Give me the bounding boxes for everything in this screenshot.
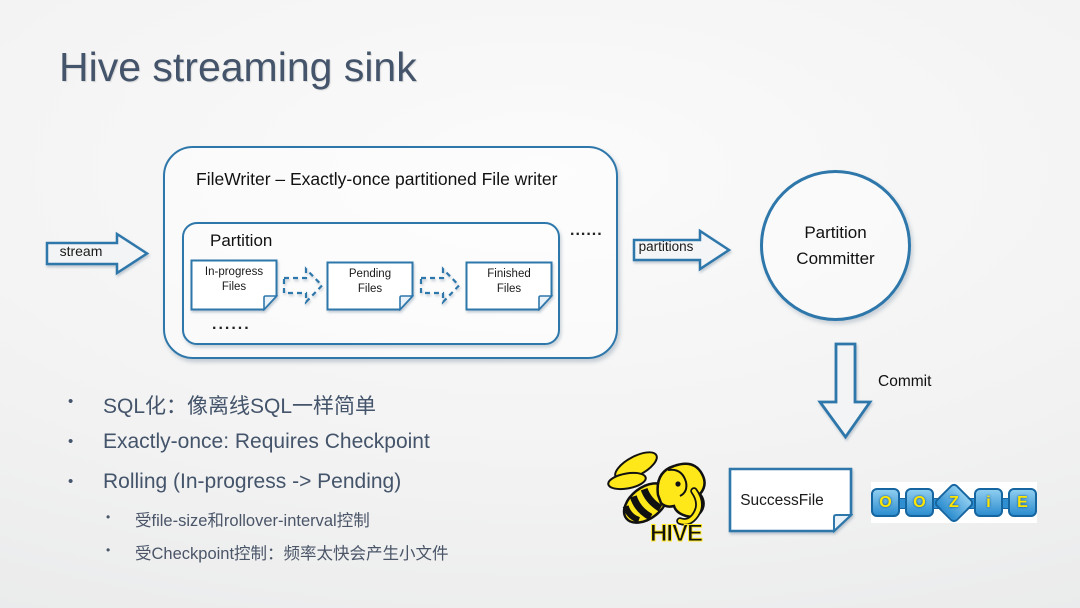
- partition-box: Partition In-progress Files: [182, 222, 560, 345]
- oozie-logo: O O Z i E: [871, 481, 1037, 524]
- right-arrow-icon: [45, 231, 150, 276]
- committer-line2: Committer: [796, 248, 875, 268]
- bullet-dot: •: [68, 433, 74, 450]
- dashed-right-arrow-icon: [282, 266, 324, 305]
- pending-files-box: Pending Files: [326, 261, 414, 311]
- bullet-item: • SQL化：像离线SQL一样简单: [68, 390, 376, 420]
- stage-label: In-progress Files: [190, 265, 278, 295]
- stream-arrow-label: stream: [59, 243, 103, 259]
- oozie-letter-tile-diamond: Z: [932, 481, 976, 524]
- stage-label: Pending Files: [326, 267, 414, 297]
- dashed-right-arrow-icon: [419, 266, 461, 305]
- folded-document-icon: [728, 467, 853, 533]
- bullet-dot: •: [68, 473, 74, 490]
- partition-label: Partition: [210, 231, 273, 250]
- right-arrow-icon: [632, 228, 732, 272]
- stage-line2: Files: [496, 282, 522, 295]
- stage-line1: In-progress: [204, 266, 264, 278]
- bullet-dot: •: [106, 510, 111, 524]
- oozie-letter-tile: i: [974, 488, 1003, 517]
- in-progress-files-box: In-progress Files: [190, 259, 278, 311]
- hive-logo-text: HIVE: [650, 520, 703, 547]
- successfile-box: SuccessFile: [728, 467, 853, 533]
- partitions-arrow-label: partitions: [638, 239, 694, 254]
- stream-arrow: stream: [45, 231, 151, 276]
- filewriter-ellipsis: ......: [570, 222, 603, 239]
- bullet-text: Rolling (In-progress -> Pending): [103, 470, 402, 493]
- stage-label: Finished Files: [465, 267, 553, 297]
- commit-label: Commit: [878, 373, 932, 390]
- bullet-item: • Exactly-once: Requires Checkpoint: [68, 430, 430, 454]
- oozie-letter-tile: E: [1008, 488, 1037, 517]
- successfile-label: SuccessFile: [740, 492, 824, 509]
- bullet-text: SQL化：像离线SQL一样简单: [103, 395, 377, 418]
- oozie-letter: Z: [949, 493, 959, 511]
- bullet-text: Exactly-once: Requires Checkpoint: [103, 430, 430, 453]
- bullet-item: • Rolling (In-progress -> Pending): [68, 470, 401, 494]
- folded-document-icon: [465, 261, 553, 311]
- sub-bullet-item: • 受file-size和rollover-interval控制: [106, 507, 370, 531]
- committer-line1: Partition: [804, 223, 867, 242]
- partition-ellipsis: ......: [212, 316, 251, 333]
- oozie-letter-tile: O: [871, 488, 900, 517]
- bullet-dot: •: [106, 543, 111, 557]
- filewriter-title: FileWriter – Exactly-once partitioned Fi…: [196, 169, 558, 189]
- hive-logo-icon: HIVE: [607, 451, 706, 547]
- partition-committer-circle: Partition Committer: [760, 170, 911, 321]
- sub-bullet-item: • 受Checkpoint控制：频率太快会产生小文件: [106, 540, 449, 564]
- finished-files-box: Finished Files: [465, 261, 553, 311]
- filewriter-box: FileWriter – Exactly-once partitioned Fi…: [163, 146, 618, 359]
- commit-down-arrow-icon: [817, 342, 873, 440]
- partitions-arrow: partitions: [632, 227, 732, 273]
- sub-bullet-text: 受file-size和rollover-interval控制: [135, 512, 370, 530]
- folded-document-icon: [190, 259, 278, 311]
- stage-line2: Files: [357, 282, 383, 295]
- sub-bullet-text: 受Checkpoint控制：频率太快会产生小文件: [135, 545, 449, 563]
- page-title: Hive streaming sink: [59, 44, 417, 90]
- stage-line1: Finished: [487, 268, 531, 280]
- oozie-letter-tile: O: [905, 488, 934, 517]
- stage-line1: Pending: [348, 268, 392, 280]
- stage-line2: Files: [221, 280, 247, 293]
- bullet-dot: •: [68, 393, 74, 410]
- folded-document-icon: [326, 261, 414, 311]
